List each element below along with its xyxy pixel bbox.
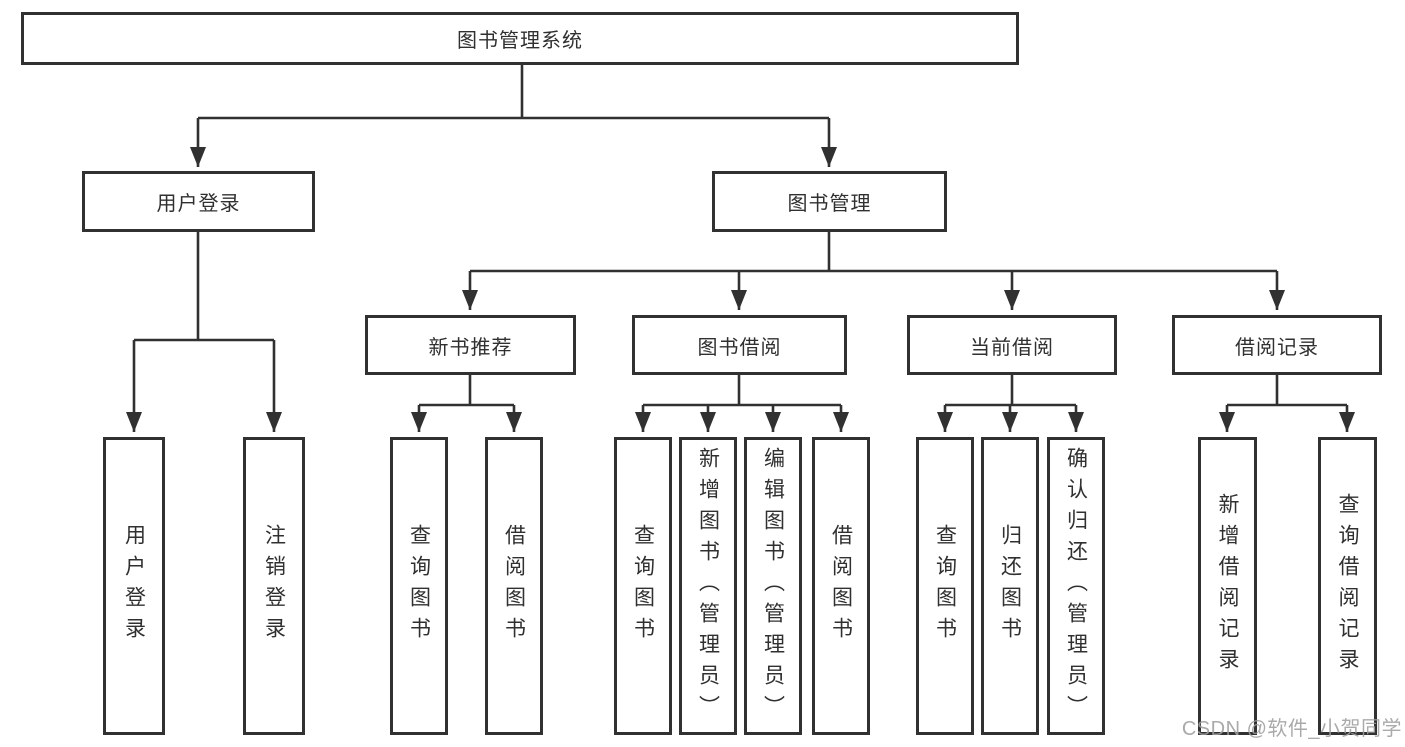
node-user-login: 用户登录 (82, 171, 315, 232)
connector-current-borrow-children (937, 375, 1084, 432)
node-leaf-query-books-borrow: 查询图书 (614, 437, 672, 735)
node-leaf-edit-books-admin: 编辑图书（管理员） (744, 437, 802, 735)
connector-new-book-children (411, 375, 522, 432)
connector-user-login-children (126, 232, 282, 432)
node-leaf-borrow-books-recommend: 借阅图书 (485, 437, 543, 735)
node-current-borrow: 当前借阅 (907, 315, 1117, 375)
node-leaf-query-borrow-record: 查询借阅记录 (1318, 437, 1377, 735)
node-leaf-logout: 注销登录 (243, 437, 305, 735)
node-leaf-confirm-return-admin: 确认归还（管理员） (1047, 437, 1105, 735)
connector-root-to-level1 (190, 64, 837, 167)
node-leaf-add-books-admin: 新增图书（管理员） (679, 437, 737, 735)
node-book-management: 图书管理 (712, 171, 947, 232)
node-leaf-borrow-books: 借阅图书 (812, 437, 870, 735)
connector-book-management-children (462, 232, 1285, 310)
node-leaf-query-books-current: 查询图书 (916, 437, 974, 735)
node-leaf-user-login: 用户登录 (103, 437, 165, 735)
node-root-library-system: 图书管理系统 (21, 12, 1019, 65)
connector-book-borrow-children (635, 375, 849, 432)
csdn-watermark: CSDN @软件_小贺同学 (1181, 718, 1402, 740)
node-borrow-record: 借阅记录 (1172, 315, 1382, 375)
node-leaf-query-books-recommend: 查询图书 (390, 437, 448, 735)
node-new-book-recommend: 新书推荐 (365, 315, 576, 375)
node-leaf-add-borrow-record: 新增借阅记录 (1198, 437, 1257, 735)
node-leaf-return-books: 归还图书 (981, 437, 1039, 735)
node-book-borrow: 图书借阅 (632, 315, 847, 375)
connector-borrow-record-children (1219, 375, 1355, 432)
